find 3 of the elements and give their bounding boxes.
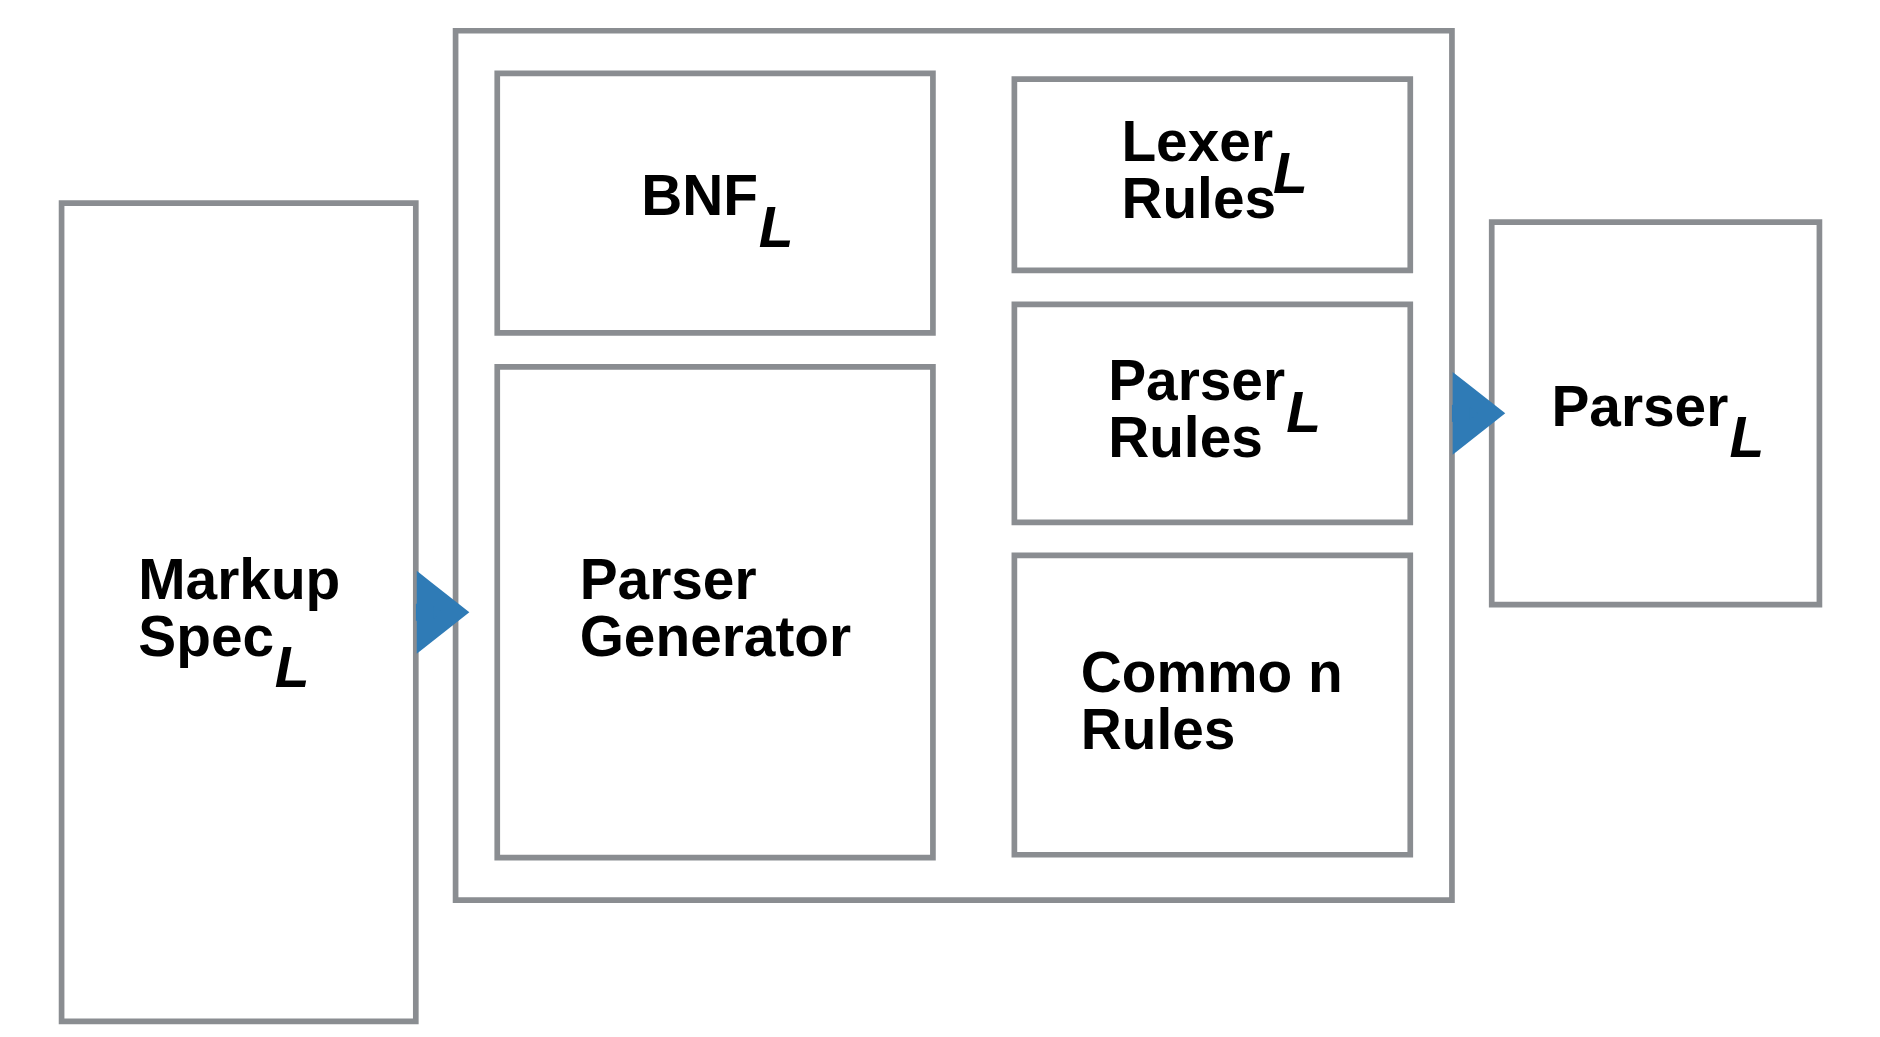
cluster (452, 27, 1455, 904)
node-box: Commo n Rules (1011, 552, 1413, 858)
node-box: Parser Generator (493, 364, 936, 861)
